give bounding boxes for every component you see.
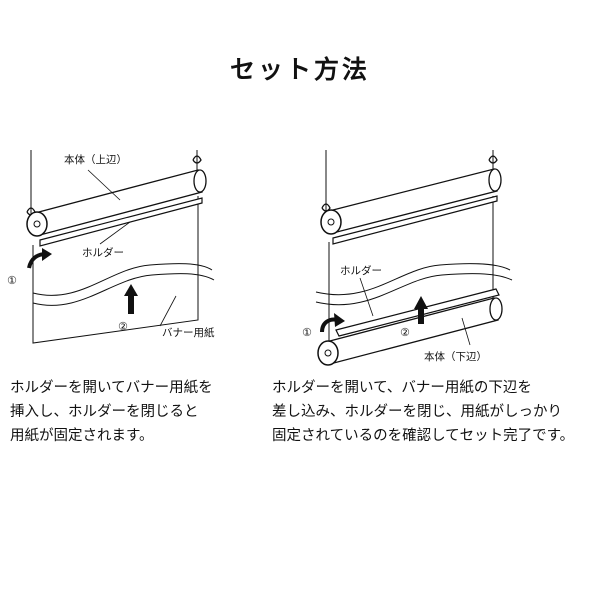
- end-cap-screw: [33, 220, 41, 228]
- label-bottom-bar: 本体（下辺）: [424, 350, 487, 363]
- left-description: ホルダーを開いてバナー用紙を 挿入し、ホルダーを閉じると 用紙が固定されます。: [10, 376, 213, 448]
- insert-arrow-shaft-icon: [418, 307, 424, 324]
- leader-line-banner: [159, 295, 177, 327]
- step-2-marker: ②: [400, 326, 410, 339]
- description-line: ホルダーを開いて、バナー用紙の下辺を: [272, 380, 532, 396]
- label-holder: ホルダー: [82, 246, 124, 259]
- description-line: ホルダーを開いてバナー用紙を: [10, 380, 213, 396]
- holder-top: [332, 195, 498, 245]
- leader-line-body: [461, 317, 471, 346]
- wave-line: [32, 263, 213, 296]
- bottom-bar-end-cap: [489, 297, 503, 321]
- insert-arrow-head-icon: [124, 284, 138, 296]
- left-diagram: 本体（上辺） ホルダー バナー用紙 ① ②: [7, 150, 215, 344]
- holder: [39, 197, 203, 247]
- holder-bottom: [335, 288, 500, 337]
- description-line: 固定されているのを確認してセット完了です。: [272, 428, 575, 444]
- leader-line-body: [87, 169, 121, 201]
- label-top-bar: 本体（上辺）: [64, 153, 127, 166]
- step-2-marker: ②: [118, 320, 128, 333]
- label-banner-paper: バナー用紙: [162, 326, 215, 339]
- top-bar-end-cap: [320, 209, 342, 235]
- right-diagram: ホルダー 本体（下辺） ① ②: [302, 150, 513, 366]
- hook-icon: [321, 203, 331, 212]
- insert-arrow-shaft-icon: [128, 294, 134, 314]
- leader-line-holder: [99, 221, 131, 245]
- right-description: ホルダーを開いて、バナー用紙の下辺を 差し込み、ホルダーを閉じ、用紙がしっかり …: [272, 376, 574, 448]
- label-holder: ホルダー: [340, 264, 382, 277]
- top-bar-end-cap: [193, 169, 207, 193]
- end-cap-screw: [327, 218, 335, 226]
- open-arrow-head-icon: [334, 313, 345, 327]
- description-line: 差し込み、ホルダーを閉じ、用紙がしっかり: [272, 404, 562, 420]
- insert-arrow-head-icon: [414, 296, 428, 309]
- hook-icon: [488, 155, 498, 164]
- description-line: 挿入し、ホルダーを閉じると: [10, 404, 199, 420]
- wave-line: [32, 273, 215, 306]
- top-bar-end-cap: [26, 211, 48, 237]
- bottom-bar-end-cap: [317, 340, 339, 366]
- end-cap-screw: [324, 349, 332, 357]
- step-1-marker: ①: [7, 274, 17, 287]
- page-title: セット方法: [229, 55, 370, 84]
- step-1-marker: ①: [302, 326, 312, 339]
- description-line: 用紙が固定されます。: [10, 428, 154, 444]
- top-bar-end-cap: [488, 168, 502, 192]
- wave-line: [315, 263, 511, 296]
- hook-icon: [192, 155, 202, 164]
- leader-line-holder: [359, 277, 374, 317]
- open-arrow-head-icon: [42, 248, 52, 261]
- wave-line: [315, 273, 513, 306]
